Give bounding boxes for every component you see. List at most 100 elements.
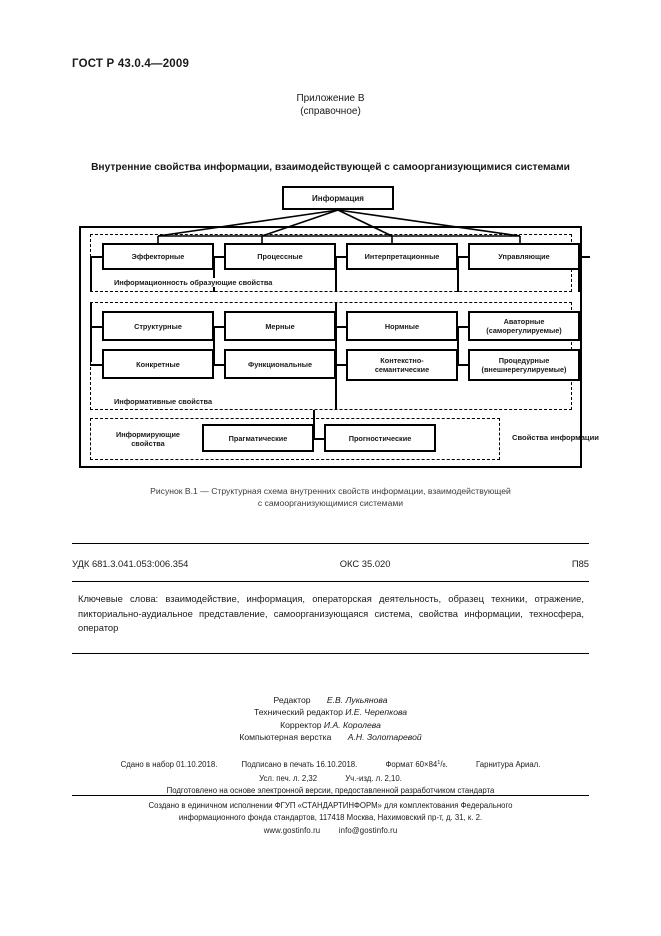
- credit-editor-name: Е.В. Лукьянова: [326, 695, 388, 705]
- node-effector: Эффекторные: [102, 243, 214, 270]
- divider-above-publisher: [72, 795, 589, 796]
- hook-row2-left: [90, 326, 104, 328]
- print-note: Подготовлено на основе электронной верси…: [166, 786, 495, 796]
- divider-below-udc: [72, 581, 589, 582]
- hook-row1-left: [90, 256, 104, 258]
- credit-corrector-name: И.А. Королева: [323, 719, 381, 730]
- standard-number: ГОСТ Р 43.0.4—2009: [72, 58, 190, 70]
- drop-row1-a: [90, 256, 92, 292]
- node-avatar-self-regulated: Аваторные (саморегулируемые): [468, 311, 580, 341]
- diagram-outer-frame: [79, 226, 582, 468]
- print-typeface: Гарнитура Ариал.: [476, 759, 541, 769]
- divider-below-keywords: [72, 653, 589, 654]
- hook-row3-mid3: [457, 364, 470, 366]
- node-concrete: Конкретные: [102, 349, 214, 379]
- node-information: Информация: [282, 186, 394, 210]
- print-format-label: Формат 60×84: [385, 759, 438, 769]
- publisher-website[interactable]: www.gostinfo.ru: [263, 825, 321, 835]
- drop-row1-b: [213, 256, 215, 292]
- credit-corrector: Корректор И.А. Королева: [0, 719, 661, 731]
- publisher-line1: Создано в единичном исполнении ФГУП «СТА…: [148, 801, 513, 810]
- node-controlling: Управляющие: [468, 243, 580, 270]
- spine-row3-d: [457, 326, 459, 364]
- hook-row1-mid1: [213, 256, 226, 258]
- publisher-sheets: Уч.-изд. л. 2,10.: [345, 773, 402, 783]
- link-pragmatic-prognostic: [313, 438, 326, 440]
- node-prognostic: Прогностические: [324, 424, 436, 452]
- drop-row1-e: [578, 256, 580, 292]
- print-info-block: Сдано в набор 01.10.2018. Подписано в пе…: [72, 757, 589, 798]
- node-pragmatic: Прагматические: [202, 424, 314, 452]
- node-context-semantic-line2: семантические: [374, 365, 430, 374]
- node-context-semantic-line1: Контекстно-: [380, 356, 424, 365]
- band-label-informative: Информативные свойства: [112, 397, 215, 406]
- hook-row1-right: [578, 256, 590, 258]
- print-format-den: 8: [442, 763, 446, 770]
- udc-code: УДК 681.3.041.053:006.354: [72, 558, 189, 569]
- structure-diagram: Информация Эффекторные Процессные Интерп…: [72, 186, 599, 476]
- print-format: Формат 60×841/8.: [385, 757, 447, 773]
- spine-row3-b: [213, 326, 215, 364]
- hook-row3-mid1: [213, 364, 226, 366]
- node-context-semantic: Контекстно- семантические: [346, 349, 458, 381]
- credit-layout-label: Компьютерная верстка: [239, 731, 332, 742]
- figure-caption: Рисунок В.1 — Структурная схема внутренн…: [80, 485, 581, 509]
- node-informing-line2: свойства: [131, 439, 165, 448]
- keywords-paragraph: Ключевые слова: взаимодействие, информац…: [78, 593, 584, 633]
- diagram-title: Внутренние свойства информации, взаимоде…: [91, 162, 570, 173]
- hook-row3-left: [90, 364, 104, 366]
- publisher-line2: информационного фонда стандартов, 117418…: [178, 813, 483, 823]
- drop-row1-d: [457, 256, 459, 292]
- print-format-fraction: 1/8: [437, 759, 446, 770]
- credit-editor-label: Редактор: [273, 695, 311, 705]
- node-norm: Нормные: [346, 311, 458, 341]
- root-connectors: [157, 209, 521, 244]
- publisher-contacts: www.gostinfo.ru info@gostinfo.ru: [72, 825, 589, 837]
- hook-row3-mid2: [335, 364, 348, 366]
- divider-above-udc: [72, 543, 589, 544]
- publisher-email[interactable]: info@gostinfo.ru: [338, 825, 398, 835]
- figure-caption-line2: с самоорганизующимися системами: [257, 498, 404, 508]
- hook-row1-mid3: [457, 256, 470, 258]
- node-interpretational: Интерпретационные: [346, 243, 458, 270]
- node-process: Процессные: [224, 243, 336, 270]
- appendix-subtitle: (справочное): [300, 106, 361, 117]
- node-procedural-external: Процедурные (внешнерегулируемые): [468, 349, 580, 381]
- spine-row2-left: [90, 302, 92, 362]
- catalog-code: П85: [571, 558, 589, 569]
- credit-editor: Редактор Е.В. Лукьянова: [0, 694, 661, 706]
- node-avatar-line1: Аваторные: [503, 317, 545, 326]
- credit-layout: Компьютерная верстка А.Н. Золотаревой: [0, 731, 661, 743]
- print-info-row2: Усл. печ. л. 2,32 Уч.-изд. л. 2,10.: [72, 773, 589, 786]
- node-informing-properties: Информирующие свойства: [100, 424, 196, 454]
- dashed-group-informing: [90, 418, 500, 460]
- hook-row2-mid2: [335, 326, 348, 328]
- print-info-row1: Сдано в набор 01.10.2018. Подписано в пе…: [72, 757, 589, 773]
- print-format-num: 1: [437, 760, 441, 766]
- publisher-block: Создано в единичном исполнении ФГУП «СТА…: [72, 800, 589, 837]
- appendix-heading: Приложение В (справочное): [0, 92, 661, 118]
- print-sheets: Усл. печ. л. 2,32: [259, 773, 318, 783]
- node-procedural-line1: Процедурные: [498, 356, 550, 365]
- node-measure: Мерные: [224, 311, 336, 341]
- hook-row2-mid3: [457, 326, 470, 328]
- credit-corrector-label: Корректор: [280, 719, 322, 730]
- hook-row1-mid2: [335, 256, 348, 258]
- diagram-side-label: Свойства информации: [512, 433, 599, 442]
- print-signed: Подписано в печать 16.10.2018.: [241, 759, 358, 769]
- drop-row1-c: [335, 256, 337, 292]
- band-label-informativeness: Информационность образующие свойства: [112, 278, 275, 287]
- hook-row2-mid1: [213, 326, 226, 328]
- appendix-title: Приложение В: [296, 93, 365, 104]
- oks-code: ОКС 35.020: [339, 558, 391, 569]
- node-procedural-line2: (внешнерегулируемые): [481, 365, 567, 374]
- node-informing-line1: Информирующие: [116, 430, 180, 439]
- print-submitted: Сдано в набор 01.10.2018.: [120, 759, 218, 769]
- node-avatar-line2: (саморегулируемые): [486, 326, 562, 335]
- node-functional: Функциональные: [224, 349, 336, 379]
- figure-caption-line1: Рисунок В.1 — Структурная схема внутренн…: [150, 486, 511, 496]
- credit-layout-name: А.Н. Золотаревой: [347, 731, 422, 742]
- credit-tech-editor: Технический редактор И.Е. Черепкова: [0, 706, 661, 718]
- node-structural: Структурные: [102, 311, 214, 341]
